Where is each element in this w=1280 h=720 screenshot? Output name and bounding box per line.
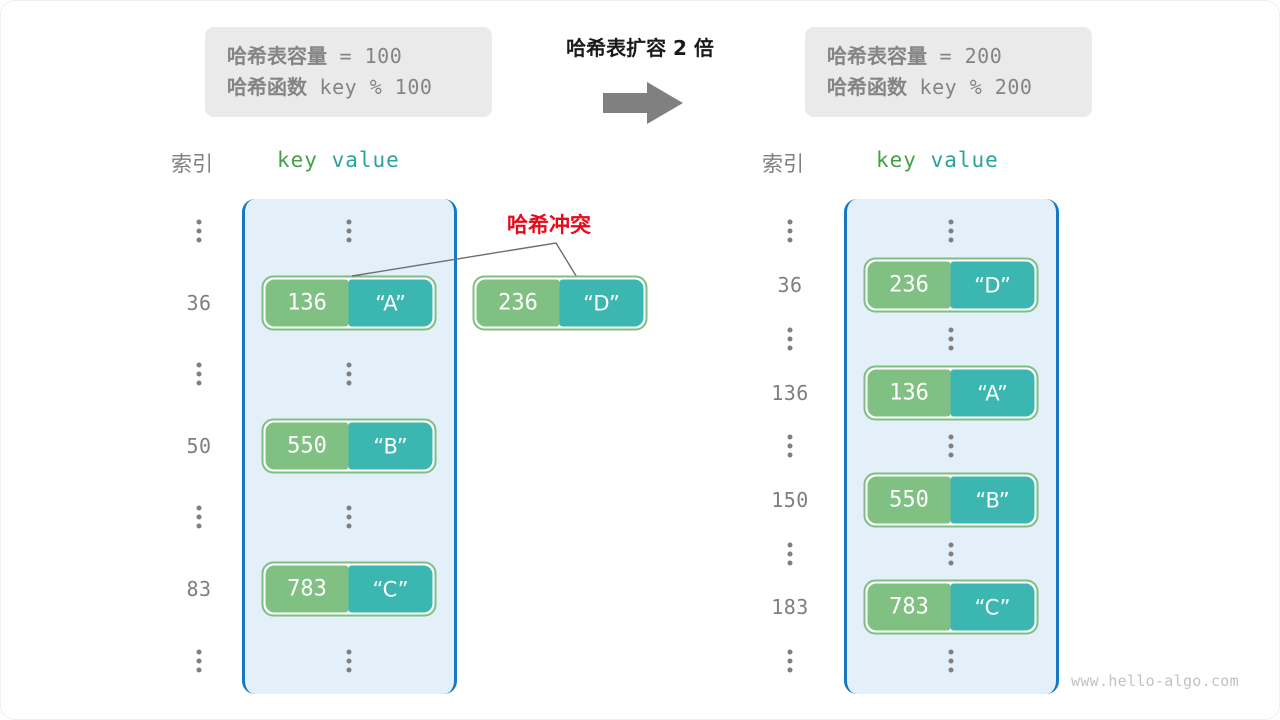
after-entry-136-value: “A” — [950, 369, 1035, 417]
resize-title: 哈希表扩容 2 倍 — [566, 36, 714, 60]
after-entry-136[interactable]: 136 “A” — [863, 365, 1039, 421]
after-capacity-value: = 200 — [927, 44, 1003, 68]
before-capacity-value: = 100 — [327, 44, 403, 68]
after-header-value: value — [930, 148, 999, 172]
after-function-value: key % 200 — [907, 75, 1033, 99]
before-entry-50-value: “B” — [348, 422, 433, 470]
before-info-box: 哈希表容量 = 100 哈希函数 key % 100 — [205, 27, 492, 117]
before-index-5: 83 — [186, 577, 212, 601]
after-header-index: 索引 — [762, 152, 804, 176]
after-entry-150-key: 550 — [867, 476, 951, 524]
collision-label: 哈希冲突 — [507, 213, 591, 237]
before-entry-36-key: 136 — [265, 279, 349, 327]
after-index-dots-4 — [787, 434, 793, 458]
after-info-box: 哈希表容量 = 200 哈希函数 key % 200 — [805, 27, 1092, 117]
after-bucket-dots-0 — [948, 219, 954, 243]
after-header-key: key — [876, 148, 917, 172]
before-entry-50[interactable]: 550 “B” — [261, 418, 437, 474]
before-header-value: value — [331, 148, 400, 172]
before-function-label: 哈希函数 — [227, 75, 307, 99]
before-function-line: 哈希函数 key % 100 — [227, 72, 470, 103]
after-bucket-dots-4 — [948, 434, 954, 458]
before-entry-83[interactable]: 783 “C” — [261, 561, 437, 617]
after-entry-183-value: “C” — [950, 583, 1035, 631]
after-function-label: 哈希函数 — [827, 75, 907, 99]
before-header-key: key — [277, 148, 318, 172]
after-index-dots-6 — [787, 542, 793, 566]
before-entry-36[interactable]: 136 “A” — [261, 275, 437, 331]
before-entry-50-key: 550 — [265, 422, 349, 470]
after-index-7: 183 — [771, 595, 809, 619]
before-index-dots-2 — [196, 362, 202, 386]
after-index-dots-2 — [787, 327, 793, 351]
after-entry-36-key: 236 — [867, 261, 951, 309]
after-index-5: 150 — [771, 488, 809, 512]
after-capacity-line: 哈希表容量 = 200 — [827, 41, 1070, 72]
after-bucket-dots-2 — [948, 327, 954, 351]
collision-entry[interactable]: 236 “D” — [472, 275, 648, 331]
before-bucket-dots-0 — [346, 219, 352, 243]
after-index-dots-8 — [787, 649, 793, 673]
before-bucket-dots-2 — [346, 362, 352, 386]
after-index-1: 36 — [777, 273, 803, 297]
after-entry-150[interactable]: 550 “B” — [863, 472, 1039, 528]
after-header-keyvalue: key value — [876, 148, 999, 172]
before-index-3: 50 — [186, 434, 212, 458]
after-bucket-dots-8 — [948, 649, 954, 673]
before-capacity-label: 哈希表容量 — [227, 44, 327, 68]
before-index-dots-4 — [196, 505, 202, 529]
before-entry-36-value: “A” — [348, 279, 433, 327]
before-header-index: 索引 — [171, 152, 213, 176]
before-index-1: 36 — [186, 291, 212, 315]
right-arrow-icon — [603, 82, 683, 124]
before-entry-83-key: 783 — [265, 565, 349, 613]
after-entry-36[interactable]: 236 “D” — [863, 257, 1039, 313]
before-index-dots-6 — [196, 649, 202, 673]
after-index-3: 136 — [771, 381, 809, 405]
before-capacity-line: 哈希表容量 = 100 — [227, 41, 470, 72]
before-index-dots-0 — [196, 219, 202, 243]
before-header-keyvalue: key value — [277, 148, 400, 172]
after-function-line: 哈希函数 key % 200 — [827, 72, 1070, 103]
after-entry-136-key: 136 — [867, 369, 951, 417]
after-capacity-label: 哈希表容量 — [827, 44, 927, 68]
after-entry-36-value: “D” — [950, 261, 1035, 309]
after-index-dots-0 — [787, 219, 793, 243]
before-entry-83-value: “C” — [348, 565, 433, 613]
before-bucket-dots-6 — [346, 649, 352, 673]
collision-entry-key: 236 — [476, 279, 560, 327]
after-entry-150-value: “B” — [950, 476, 1035, 524]
after-entry-183[interactable]: 783 “C” — [863, 579, 1039, 635]
before-bucket-dots-4 — [346, 505, 352, 529]
before-function-value: key % 100 — [307, 75, 433, 99]
watermark: www.hello-algo.com — [1071, 672, 1239, 690]
after-bucket-dots-6 — [948, 542, 954, 566]
collision-entry-value: “D” — [559, 279, 644, 327]
after-entry-183-key: 783 — [867, 583, 951, 631]
